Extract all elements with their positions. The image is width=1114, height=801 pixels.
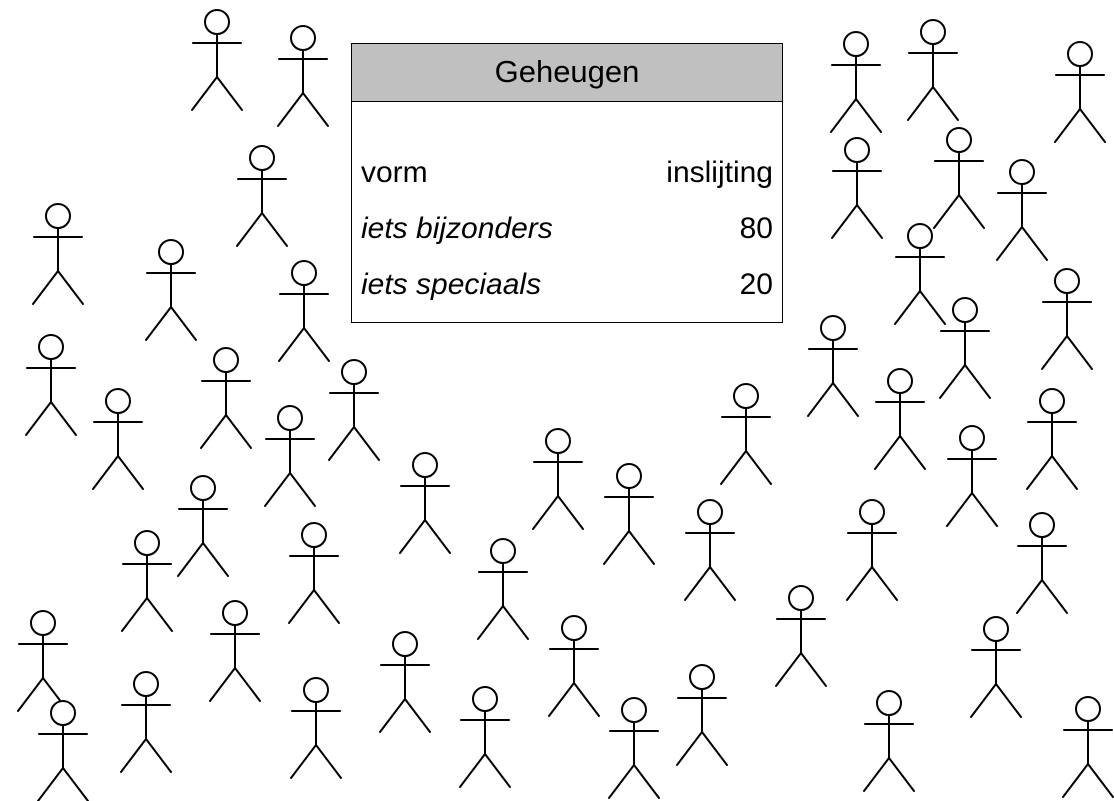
column-header-inslijting: inslijting bbox=[666, 156, 773, 189]
stick-figure-icon bbox=[830, 31, 882, 133]
stick-figure-icon bbox=[874, 368, 926, 470]
stick-figure-icon bbox=[477, 538, 529, 640]
memory-table: vorm inslijting iets bijzonders 80 iets … bbox=[361, 156, 773, 324]
stick-figure-icon bbox=[608, 697, 660, 799]
stick-figure-icon bbox=[264, 405, 316, 507]
stick-figure-icon bbox=[684, 499, 736, 601]
stick-figure-icon bbox=[459, 686, 511, 788]
stick-figure-icon bbox=[288, 522, 340, 624]
stick-figure-icon bbox=[399, 452, 451, 554]
stick-figure-icon bbox=[209, 600, 261, 702]
stick-figure-icon bbox=[863, 690, 915, 792]
memory-row: iets speciaals 20 bbox=[361, 268, 773, 324]
memory-row-inslijting: 80 bbox=[739, 212, 773, 245]
stick-figure-icon bbox=[25, 334, 77, 436]
stick-figure-icon bbox=[907, 19, 959, 121]
stick-figure-icon bbox=[328, 359, 380, 461]
stick-figure-icon bbox=[846, 499, 898, 601]
stick-figure-icon bbox=[236, 145, 288, 247]
stick-figure-icon bbox=[1016, 512, 1068, 614]
stick-figure-icon bbox=[894, 223, 946, 325]
stick-figure-icon bbox=[775, 585, 827, 687]
stick-figure-icon bbox=[37, 700, 89, 801]
stick-figure-icon bbox=[191, 9, 243, 111]
stick-figure-icon bbox=[831, 137, 883, 239]
stick-figure-icon bbox=[379, 631, 431, 733]
stick-figure-icon bbox=[290, 677, 342, 779]
stick-figure-icon bbox=[996, 159, 1048, 261]
memory-row-vorm: iets speciaals bbox=[361, 268, 542, 301]
stick-figure-icon bbox=[1041, 268, 1093, 370]
stick-figure-icon bbox=[32, 203, 84, 305]
stick-figure-icon bbox=[120, 671, 172, 773]
memory-header-row: vorm inslijting bbox=[361, 156, 773, 212]
stick-figure-icon bbox=[532, 428, 584, 530]
stick-figure-icon bbox=[970, 616, 1022, 718]
stick-figure-icon bbox=[145, 239, 197, 341]
stick-figure-icon bbox=[17, 610, 69, 712]
stick-figure-icon bbox=[603, 463, 655, 565]
stick-figure-icon bbox=[1026, 388, 1078, 490]
column-header-vorm: vorm bbox=[361, 156, 428, 189]
stick-figure-icon bbox=[720, 383, 772, 485]
stick-figure-icon bbox=[278, 260, 330, 362]
stick-figure-icon bbox=[121, 530, 173, 632]
stick-figure-icon bbox=[939, 297, 991, 399]
memory-row-inslijting: 20 bbox=[739, 268, 773, 301]
stick-figure-icon bbox=[177, 475, 229, 577]
stick-figure-icon bbox=[676, 664, 728, 766]
stick-figure-icon bbox=[548, 615, 600, 717]
stick-figure-icon bbox=[933, 127, 985, 229]
memory-row-vorm: iets bijzonders bbox=[361, 212, 553, 245]
stick-figure-icon bbox=[1054, 41, 1106, 143]
stick-figure-icon bbox=[277, 25, 329, 127]
stick-figure-icon bbox=[946, 425, 998, 527]
stick-figure-icon bbox=[92, 388, 144, 490]
stick-figure-icon bbox=[1062, 696, 1114, 798]
memory-row: iets bijzonders 80 bbox=[361, 212, 773, 268]
stick-figure-icon bbox=[200, 347, 252, 449]
memory-title: Geheugen bbox=[352, 44, 782, 102]
memory-box: Geheugen vorm inslijting iets bijzonders… bbox=[351, 43, 783, 323]
stick-figure-icon bbox=[807, 315, 859, 417]
